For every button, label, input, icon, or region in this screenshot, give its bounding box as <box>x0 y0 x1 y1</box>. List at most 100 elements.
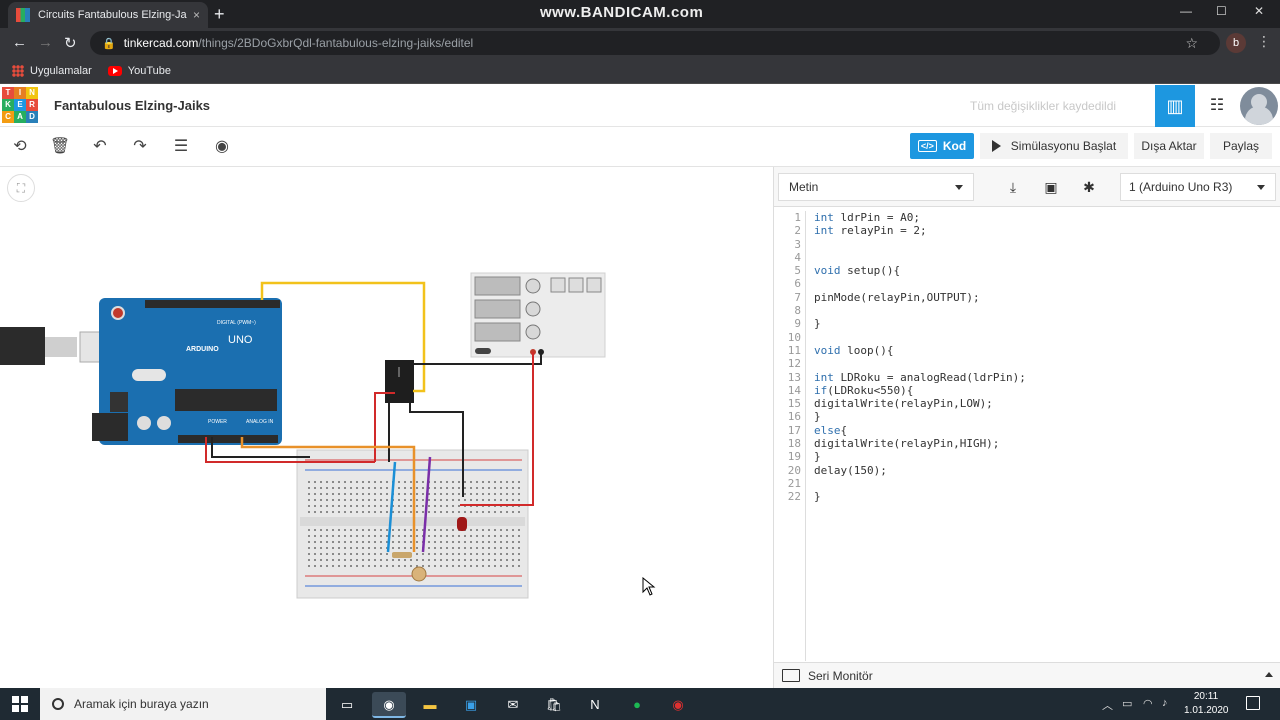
bookmark-star-icon[interactable]: ☆ <box>1185 34 1198 51</box>
code-line[interactable] <box>814 331 1274 344</box>
code-line[interactable] <box>814 238 1274 251</box>
code-line[interactable]: delay(150); <box>814 463 887 477</box>
line-number: 14 <box>787 383 801 397</box>
arduino-uno-board[interactable]: DIGITAL (PWM~) ARDUINO UNO POWER ANALOG … <box>92 298 282 445</box>
logo-letter: E <box>14 99 26 111</box>
code-line[interactable]: void loop(){ <box>814 343 894 357</box>
code-line[interactable]: } <box>814 317 821 331</box>
code-line[interactable]: pinMode(relayPin,OUTPUT); <box>814 290 980 304</box>
code-line[interactable]: int relayPin = 2; <box>814 224 927 238</box>
forward-arrow-icon[interactable]: → <box>38 34 53 51</box>
bookmark-label: Uygulamalar <box>30 64 92 77</box>
code-button[interactable]: </> Kod <box>910 133 974 159</box>
browser-tab[interactable]: Circuits Fantabulous Elzing-Jaiks × <box>8 2 208 28</box>
code-line[interactable]: int LDRoku = analogRead(ldrPin); <box>814 370 1026 384</box>
photoresistor[interactable] <box>411 566 427 582</box>
battery-icon[interactable]: ▭ <box>1122 698 1133 710</box>
store-icon[interactable]: 🛍 <box>545 697 563 712</box>
wifi-icon[interactable]: ◠ <box>1143 698 1153 710</box>
wire-black-relay[interactable] <box>409 403 464 497</box>
minimize-window-icon[interactable]: — <box>1180 4 1192 18</box>
wire-purple[interactable] <box>421 456 432 553</box>
spotify-icon[interactable]: ● <box>633 697 641 712</box>
code-line[interactable] <box>814 304 1274 317</box>
code-line[interactable]: else{ <box>814 423 848 437</box>
code-lines[interactable]: int ldrPin = A0;int relayPin = 2; void se… <box>814 211 1274 504</box>
rotate-icon[interactable]: ⟲ <box>13 138 27 155</box>
code-line[interactable] <box>814 277 1274 290</box>
close-tab-icon[interactable]: × <box>192 8 200 22</box>
redo-icon[interactable]: ↷ <box>133 138 147 155</box>
code-line[interactable] <box>814 357 1274 370</box>
project-title[interactable]: Fantabulous Elzing-Jaiks <box>54 98 211 113</box>
tinkercad-favicon-icon <box>16 8 30 22</box>
download-icon[interactable]: ⤓ <box>1009 179 1017 195</box>
wire-blue[interactable] <box>386 461 397 553</box>
browser-menu-icon[interactable]: ⋮ <box>1257 33 1271 49</box>
back-arrow-icon[interactable]: ← <box>12 34 27 51</box>
task-view-icon[interactable]: ▭ <box>340 697 354 712</box>
code-line[interactable]: void setup(){ <box>814 264 901 278</box>
windows-start-icon[interactable] <box>12 696 28 712</box>
tinkercad-logo[interactable]: T I N K E R C A D <box>2 87 38 123</box>
file-explorer-icon[interactable]: ▬ <box>423 697 437 712</box>
code-line[interactable]: } <box>814 410 821 424</box>
board-select[interactable]: 1 (Arduino Uno R3) <box>1120 173 1276 201</box>
code-line[interactable]: } <box>814 490 821 504</box>
bandicam-icon[interactable]: ◉ <box>672 697 684 712</box>
user-avatar[interactable] <box>1240 87 1278 125</box>
circuit-view-button[interactable]: ▥ <box>1155 85 1195 127</box>
close-window-icon[interactable]: ✕ <box>1254 4 1265 18</box>
new-tab-button[interactable]: + <box>214 4 225 24</box>
code-line[interactable] <box>814 251 1274 264</box>
code-line[interactable]: if(LDRoku<550){ <box>814 383 914 397</box>
notes-icon[interactable]: ☰ <box>173 138 189 155</box>
tray-chevron-up-icon[interactable]: ︿ <box>1102 700 1113 712</box>
notification-icon[interactable] <box>1246 696 1260 710</box>
circuit-canvas[interactable]: ⛶ DIGITAL (PWM~) ARDUINO UNO POWER ANALO… <box>0 167 773 688</box>
notion-icon[interactable]: N <box>590 697 600 712</box>
export-button[interactable]: Dışa Aktar <box>1134 133 1204 159</box>
start-simulation-button[interactable]: Simülasyonu Başlat <box>980 133 1128 159</box>
visibility-eye-icon[interactable]: ◉ <box>215 138 229 155</box>
led[interactable] <box>457 517 467 531</box>
zoom-to-fit-icon[interactable]: ⛶ <box>7 174 35 202</box>
wire-relay-red[interactable] <box>374 392 395 462</box>
resistor[interactable] <box>392 552 412 558</box>
wire-yellow[interactable] <box>260 281 426 393</box>
wire-black-gnd[interactable] <box>211 437 310 458</box>
taskbar-clock[interactable]: 20:11 1.01.2020 <box>1184 690 1229 718</box>
component-list-button[interactable]: ☷ <box>1200 85 1234 127</box>
code-line[interactable]: int ldrPin = A0; <box>814 211 920 224</box>
bookmark-youtube[interactable]: YouTube <box>107 65 171 77</box>
relay[interactable] <box>385 360 414 403</box>
reload-icon[interactable]: ↻ <box>64 35 77 52</box>
share-button[interactable]: Paylaş <box>1210 133 1272 159</box>
photos-icon[interactable]: ▣ <box>464 697 478 712</box>
trash-icon[interactable]: 🗑 <box>49 138 71 155</box>
mail-icon[interactable]: ✉ <box>507 697 519 712</box>
library-icon[interactable]: ▣ <box>1044 179 1058 195</box>
wire-orange-analog[interactable] <box>240 437 416 552</box>
bookmark-apps[interactable]: Uygulamalar <box>12 64 92 77</box>
code-mode-select[interactable]: Metin <box>778 173 974 201</box>
code-line[interactable]: digitalWrite(relayPin,HIGH); <box>814 437 1000 451</box>
taskbar-search-box[interactable]: Aramak için buraya yazın <box>40 688 326 720</box>
wire-red-supply[interactable] <box>460 352 534 506</box>
maximize-window-icon[interactable]: ☐ <box>1216 4 1227 18</box>
code-line[interactable]: digitalWrite(relayPin,LOW); <box>814 397 993 411</box>
debugger-bug-icon[interactable]: ✱ <box>1083 179 1095 195</box>
volume-icon[interactable]: ♪ <box>1162 697 1168 709</box>
undo-icon[interactable]: ↶ <box>93 138 107 155</box>
wire-red-power[interactable] <box>205 437 375 463</box>
chevron-up-icon[interactable] <box>1265 672 1273 677</box>
profile-avatar[interactable]: b <box>1226 33 1246 53</box>
code-line[interactable]: } <box>814 450 821 464</box>
wire-black-supply[interactable] <box>414 352 542 365</box>
chrome-icon[interactable]: ◉ <box>372 692 406 718</box>
url-field[interactable]: 🔒 tinkercad.com /things/2BDoGxbrQdl-fant… <box>90 31 1220 55</box>
power-supply[interactable] <box>470 272 606 358</box>
serial-monitor-bar[interactable]: Seri Monitör <box>774 662 1280 688</box>
code-line[interactable] <box>814 477 1274 490</box>
